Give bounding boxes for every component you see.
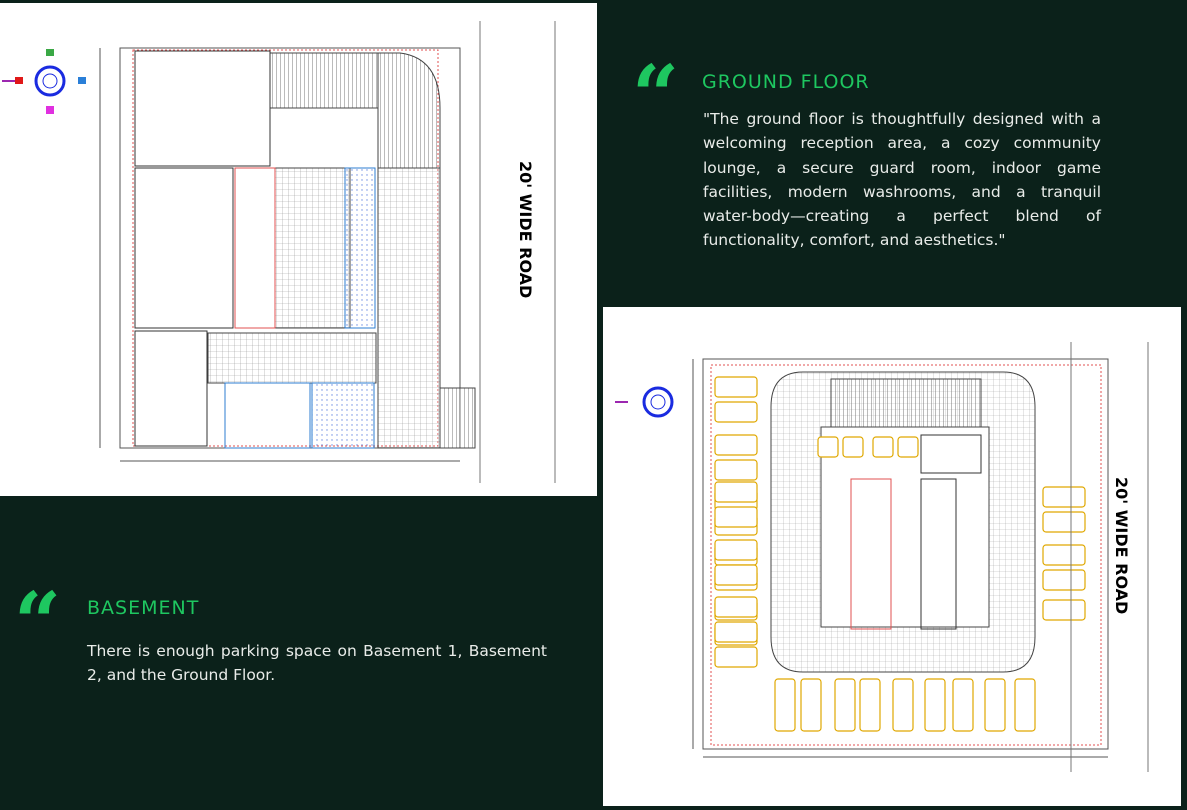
- parked-car-icon: [952, 678, 974, 732]
- parked-car-icon: [984, 678, 1006, 732]
- parked-car-icon: [714, 646, 758, 668]
- parked-car-icon: [897, 436, 919, 458]
- road-label: 20' WIDE ROAD: [516, 161, 535, 298]
- parked-car-icon: [859, 678, 881, 732]
- parked-car-icon: [842, 436, 864, 458]
- compass-icon: [2, 49, 86, 114]
- parked-car-icon: [714, 401, 758, 423]
- basement-description: There is enough parking space on Basemen…: [87, 642, 547, 685]
- parked-car-icon: [714, 376, 758, 398]
- parked-car-icon: [892, 678, 914, 732]
- parked-car-icon: [924, 678, 946, 732]
- quote-icon: “: [14, 575, 61, 671]
- parked-car-icon: [1042, 511, 1086, 533]
- quote-icon: “: [632, 48, 679, 144]
- parked-car-icon: [774, 678, 796, 732]
- compass-icon: [615, 386, 674, 418]
- parked-car-icon: [817, 436, 839, 458]
- parked-car-icon: [834, 678, 856, 732]
- basement-plan-image: 20' WIDE ROAD: [603, 307, 1181, 806]
- parked-car-icon: [714, 596, 758, 618]
- parked-car-icon: [1014, 678, 1036, 732]
- ground-floor-plan-image: 20' WIDE ROAD: [0, 3, 597, 496]
- parked-car-icon: [714, 539, 758, 561]
- parked-car-icon: [714, 564, 758, 586]
- parked-car-icon: [714, 481, 758, 503]
- parked-car-icon: [714, 434, 758, 456]
- ground-floor-heading: GROUND FLOOR: [702, 71, 870, 93]
- parked-car-icon: [714, 506, 758, 528]
- ground-floor-description: "The ground floor is thoughtfully design…: [703, 110, 1101, 250]
- parked-car-icon: [1042, 569, 1086, 591]
- parked-car-icon: [714, 621, 758, 643]
- parked-car-icon: [1042, 599, 1086, 621]
- ground-floor-plan-drawing: 20' WIDE ROAD: [2, 21, 556, 483]
- parked-car-icon: [1042, 486, 1086, 508]
- basement-plan-drawing: 20' WIDE ROAD: [615, 342, 1149, 772]
- parked-car-icon: [800, 678, 822, 732]
- road-label: 20' WIDE ROAD: [1112, 477, 1131, 614]
- basement-heading: BASEMENT: [87, 597, 200, 619]
- parked-car-icon: [872, 436, 894, 458]
- parked-car-icon: [1042, 544, 1086, 566]
- parked-car-icon: [714, 459, 758, 481]
